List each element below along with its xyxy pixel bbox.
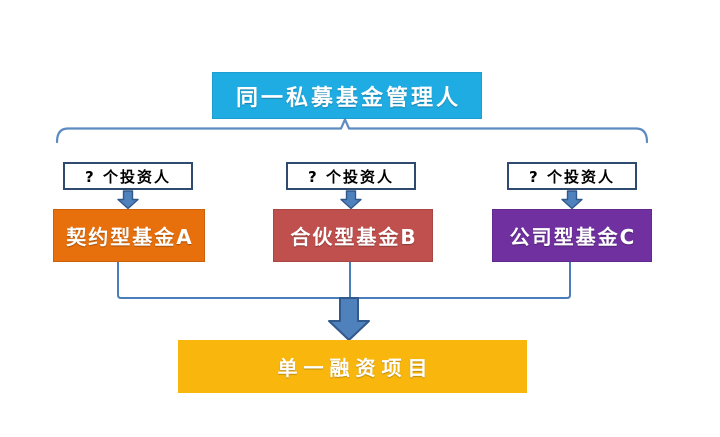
fund-box-label: 合伙型基金B xyxy=(290,225,418,249)
investor-count-box-c: ? 个投资人 xyxy=(507,162,637,190)
project-box: 单一融资项目 xyxy=(178,340,527,393)
fund-box-contract: 契约型基金A xyxy=(53,209,205,262)
investor-count-box-b: ? 个投资人 xyxy=(286,162,416,190)
investor-count-box-a: ? 个投资人 xyxy=(63,162,193,190)
down-arrow-icon xyxy=(340,190,362,210)
fund-box-label: 契约型基金A xyxy=(66,225,194,249)
big-down-arrow-icon xyxy=(328,297,370,341)
manager-box: 同一私募基金管理人 xyxy=(212,72,482,119)
merge-path xyxy=(117,262,571,299)
down-arrow-icon xyxy=(561,190,583,210)
fund-box-partnership: 合伙型基金B xyxy=(273,209,433,262)
investor-count-label: ? 个投资人 xyxy=(308,167,394,186)
down-arrow-icon xyxy=(117,190,139,210)
investor-count-label: ? 个投资人 xyxy=(85,167,171,186)
fund-box-corporate: 公司型基金C xyxy=(492,209,652,262)
manager-box-label: 同一私募基金管理人 xyxy=(235,85,461,111)
fund-box-label: 公司型基金C xyxy=(509,225,637,249)
bracket-path xyxy=(55,118,649,144)
investor-count-label: ? 个投资人 xyxy=(529,167,615,186)
project-box-label: 单一融资项目 xyxy=(277,356,434,380)
